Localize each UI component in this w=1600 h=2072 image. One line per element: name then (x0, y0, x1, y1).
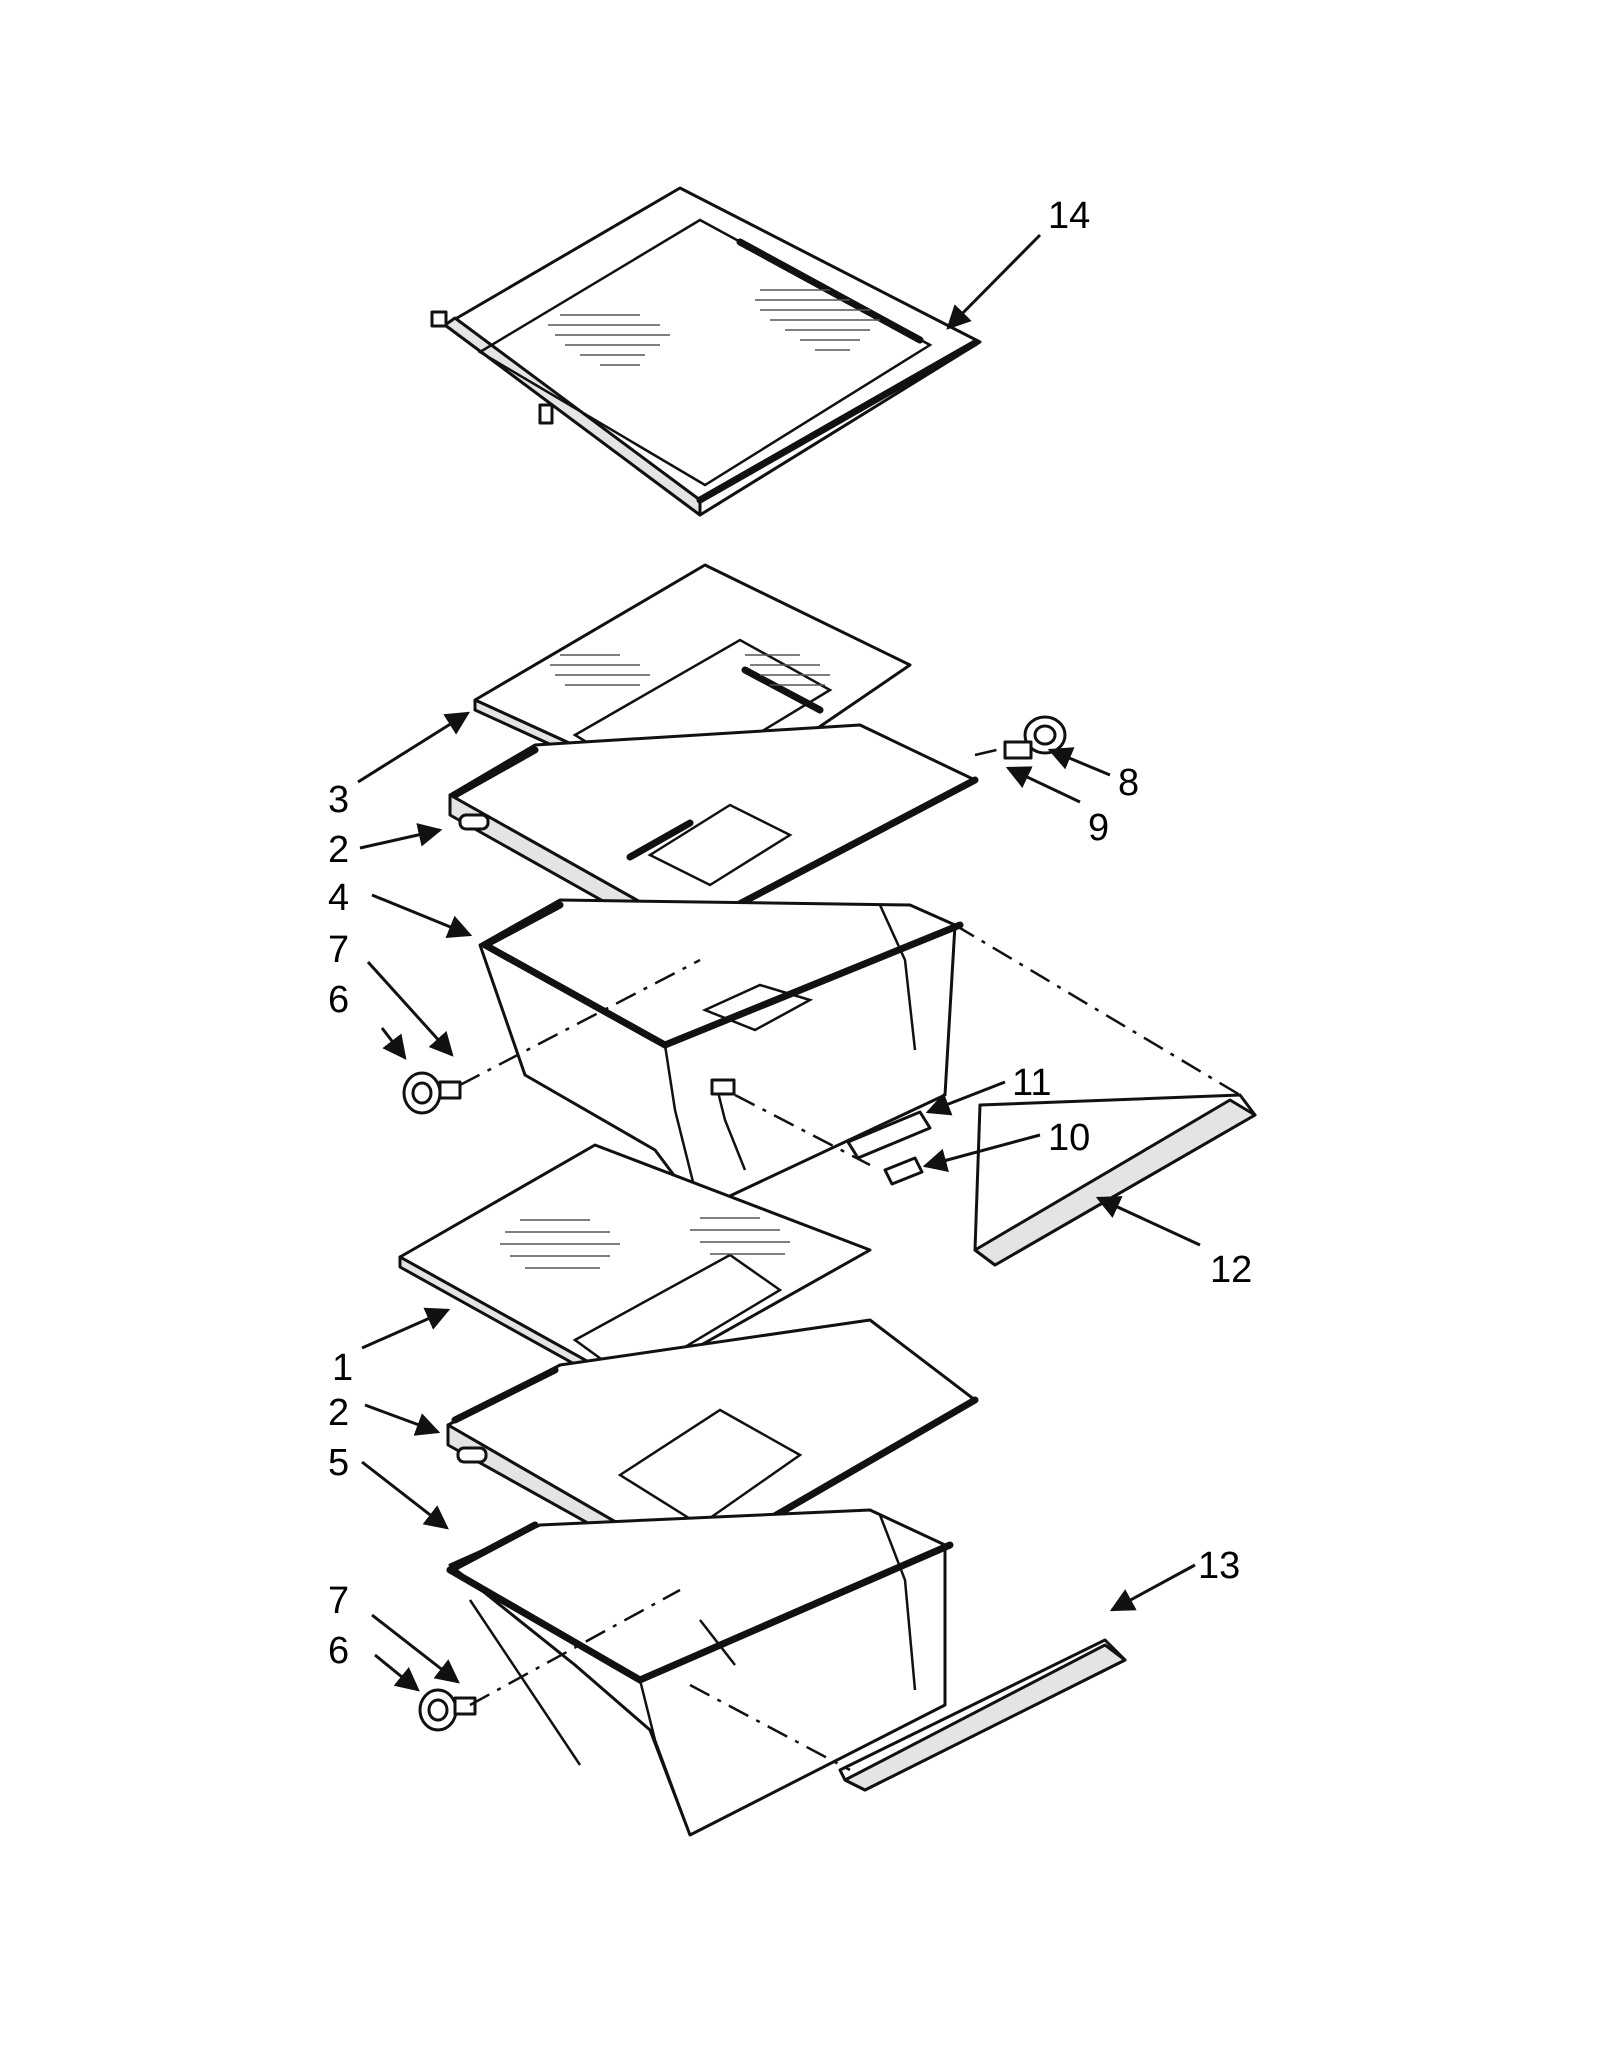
callout-10: 10 (1048, 1117, 1090, 1159)
callout-9: 9 (1088, 807, 1109, 849)
lower-handle-trim (838, 1638, 1127, 1792)
callout-12: 12 (1210, 1249, 1252, 1291)
callout-11: 11 (1012, 1062, 1051, 1104)
roller-lower-left (418, 1688, 477, 1732)
callout-14: 14 (1048, 195, 1090, 237)
clip-part-11 (846, 1110, 932, 1160)
roller-upper-left (402, 1071, 462, 1115)
leader-lines (357, 233, 1201, 1692)
callout-6-upper: 6 (328, 979, 349, 1021)
callout-1: 1 (332, 1347, 353, 1389)
assembly-lines (459, 746, 1241, 1772)
callout-13: 13 (1198, 1545, 1240, 1587)
callout-6-lower: 6 (328, 1630, 349, 1672)
clip-part-10 (883, 1156, 924, 1186)
callout-2-upper: 2 (328, 829, 349, 871)
roller-and-screw-upper-right (1003, 715, 1067, 760)
upper-crisper-pan (478, 898, 964, 1212)
callout-3: 3 (328, 779, 349, 821)
callout-5: 5 (328, 1442, 349, 1484)
callout-4: 4 (328, 877, 349, 919)
callout-7-upper: 7 (328, 929, 349, 971)
top-shelf-glass-hatching (548, 289, 880, 366)
lower-cover-glass-hatching (500, 1217, 790, 1269)
callout-8: 8 (1118, 762, 1139, 804)
top-shelf (430, 186, 982, 517)
cover-glass-hatching (550, 654, 830, 686)
callout-labels: 14 3 2 4 7 6 8 9 11 10 12 1 2 5 7 6 13 (328, 195, 1252, 1672)
callout-7-lower: 7 (328, 1580, 349, 1622)
upper-handle-trim (973, 1093, 1257, 1267)
callout-2-lower: 2 (328, 1392, 349, 1434)
